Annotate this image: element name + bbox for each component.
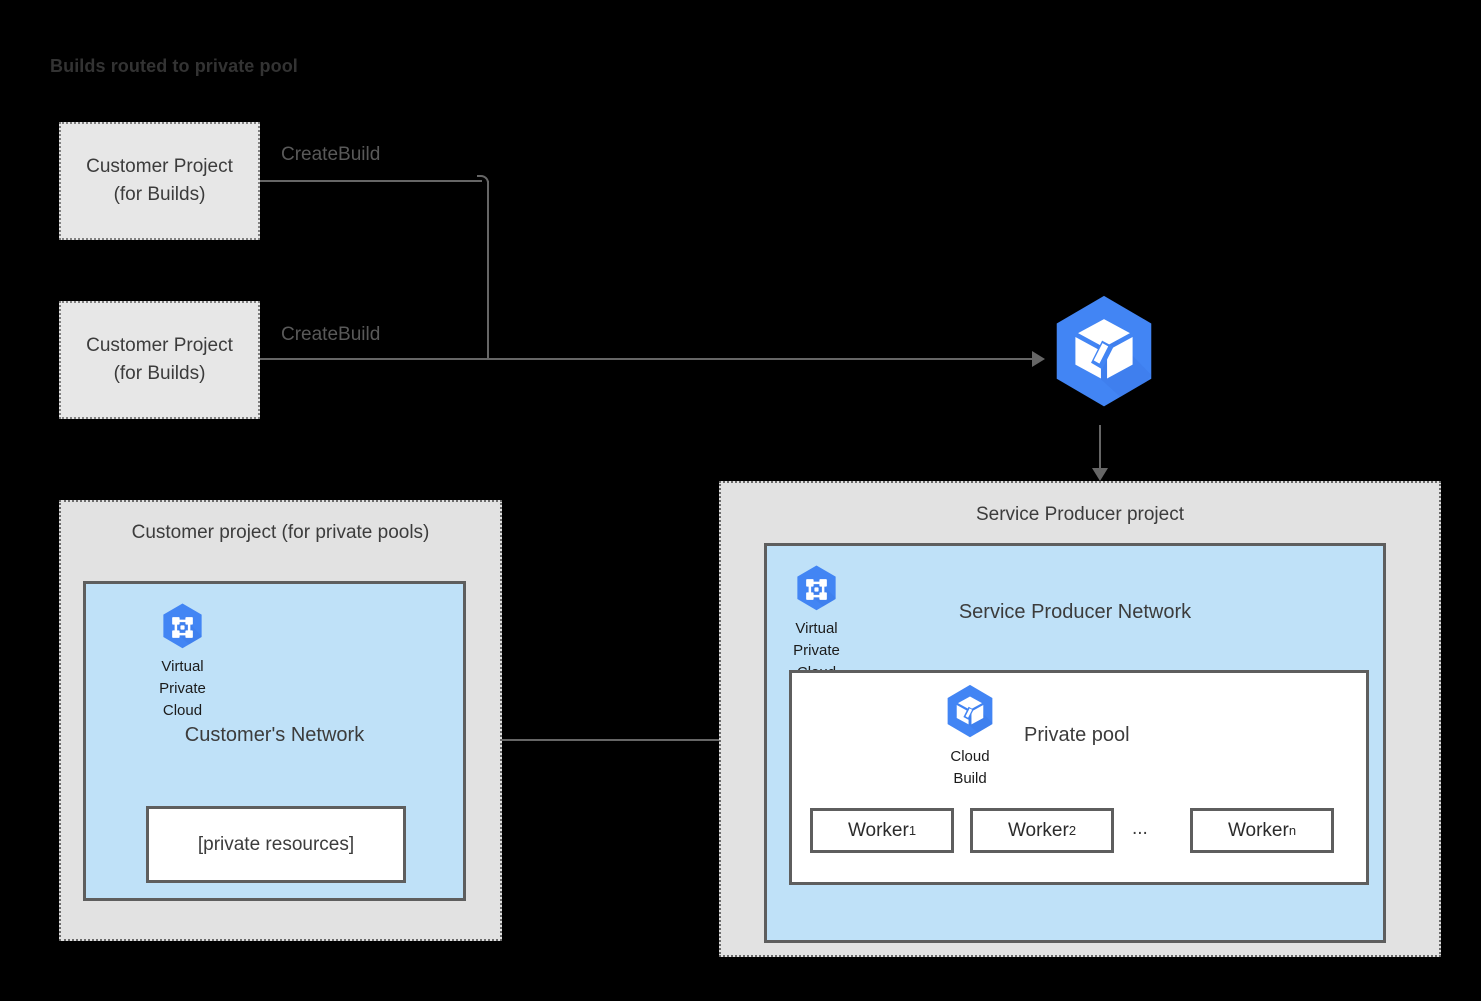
- worker-subscript-2: 2: [1068, 823, 1077, 838]
- service-producer-project-panel: Service Producer project: [719, 481, 1441, 957]
- page-title: Builds routed to private pool: [50, 56, 298, 76]
- private-pool-title: Private pool: [1024, 724, 1130, 746]
- connector-createbuild-2-horizontal: [260, 358, 1032, 360]
- customer-network-title: Customer's Network: [184, 724, 365, 746]
- peering-connector-line: [475, 739, 769, 741]
- worker-label-n: Worker: [1227, 819, 1289, 841]
- cloud-build-icon: [947, 684, 993, 738]
- customer-project-panel: Customer project (for private pools): [59, 500, 502, 941]
- connector-createbuild-1-horizontal: [260, 180, 482, 182]
- worker-label-2: Worker: [1007, 819, 1069, 841]
- worker-subscript-n: n: [1288, 823, 1297, 838]
- worker-subscript-1: 1: [908, 823, 917, 838]
- connector-createbuild-1-vertical: [487, 181, 489, 359]
- cloud-build-service-icon: [1043, 292, 1165, 414]
- customer-project-builds-label-2: Customer Project (for Builds): [86, 335, 233, 384]
- private-resources-label: [private resources]: [197, 833, 355, 855]
- vpc-icon-block-customer: Virtual Private Cloud: [156, 601, 209, 721]
- vpc-icon-caption-customer: Virtual Private Cloud: [159, 658, 206, 719]
- connector-arrowhead-to-cloud-build: [1032, 351, 1045, 367]
- virtual-private-cloud-icon: [797, 565, 836, 611]
- virtual-private-cloud-icon: [163, 603, 202, 649]
- cloud-build-icon: [1056, 295, 1152, 407]
- customer-project-builds-label-1: Customer Project (for Builds): [86, 156, 233, 205]
- worker-label-1: Worker: [847, 819, 909, 841]
- customer-network-box: Virtual Private Cloud Customer's Network…: [83, 581, 466, 901]
- service-producer-network-box: Virtual Private Cloud Service Producer N…: [764, 543, 1386, 943]
- customer-project-builds-box-1: Customer Project (for Builds): [59, 122, 260, 240]
- service-producer-panel-title: Service Producer project: [975, 504, 1185, 525]
- worker-ellipsis: ...: [1132, 818, 1148, 839]
- service-producer-network-title: Service Producer Network: [958, 601, 1192, 623]
- cloud-build-icon-caption: Cloud Build: [950, 748, 990, 787]
- cloud-build-icon-block: Cloud Build: [939, 682, 1001, 790]
- createbuild-label-1: CreateBuild: [281, 144, 381, 165]
- private-resources-box: [private resources]: [146, 806, 406, 883]
- connector-cloud-build-to-producer-vertical: [1099, 425, 1101, 470]
- connector-arrowhead-to-producer: [1092, 468, 1108, 481]
- customer-project-builds-box-2: Customer Project (for Builds): [59, 301, 260, 419]
- customer-project-panel-title: Customer project (for private pools): [131, 522, 430, 543]
- createbuild-label-2: CreateBuild: [281, 324, 381, 345]
